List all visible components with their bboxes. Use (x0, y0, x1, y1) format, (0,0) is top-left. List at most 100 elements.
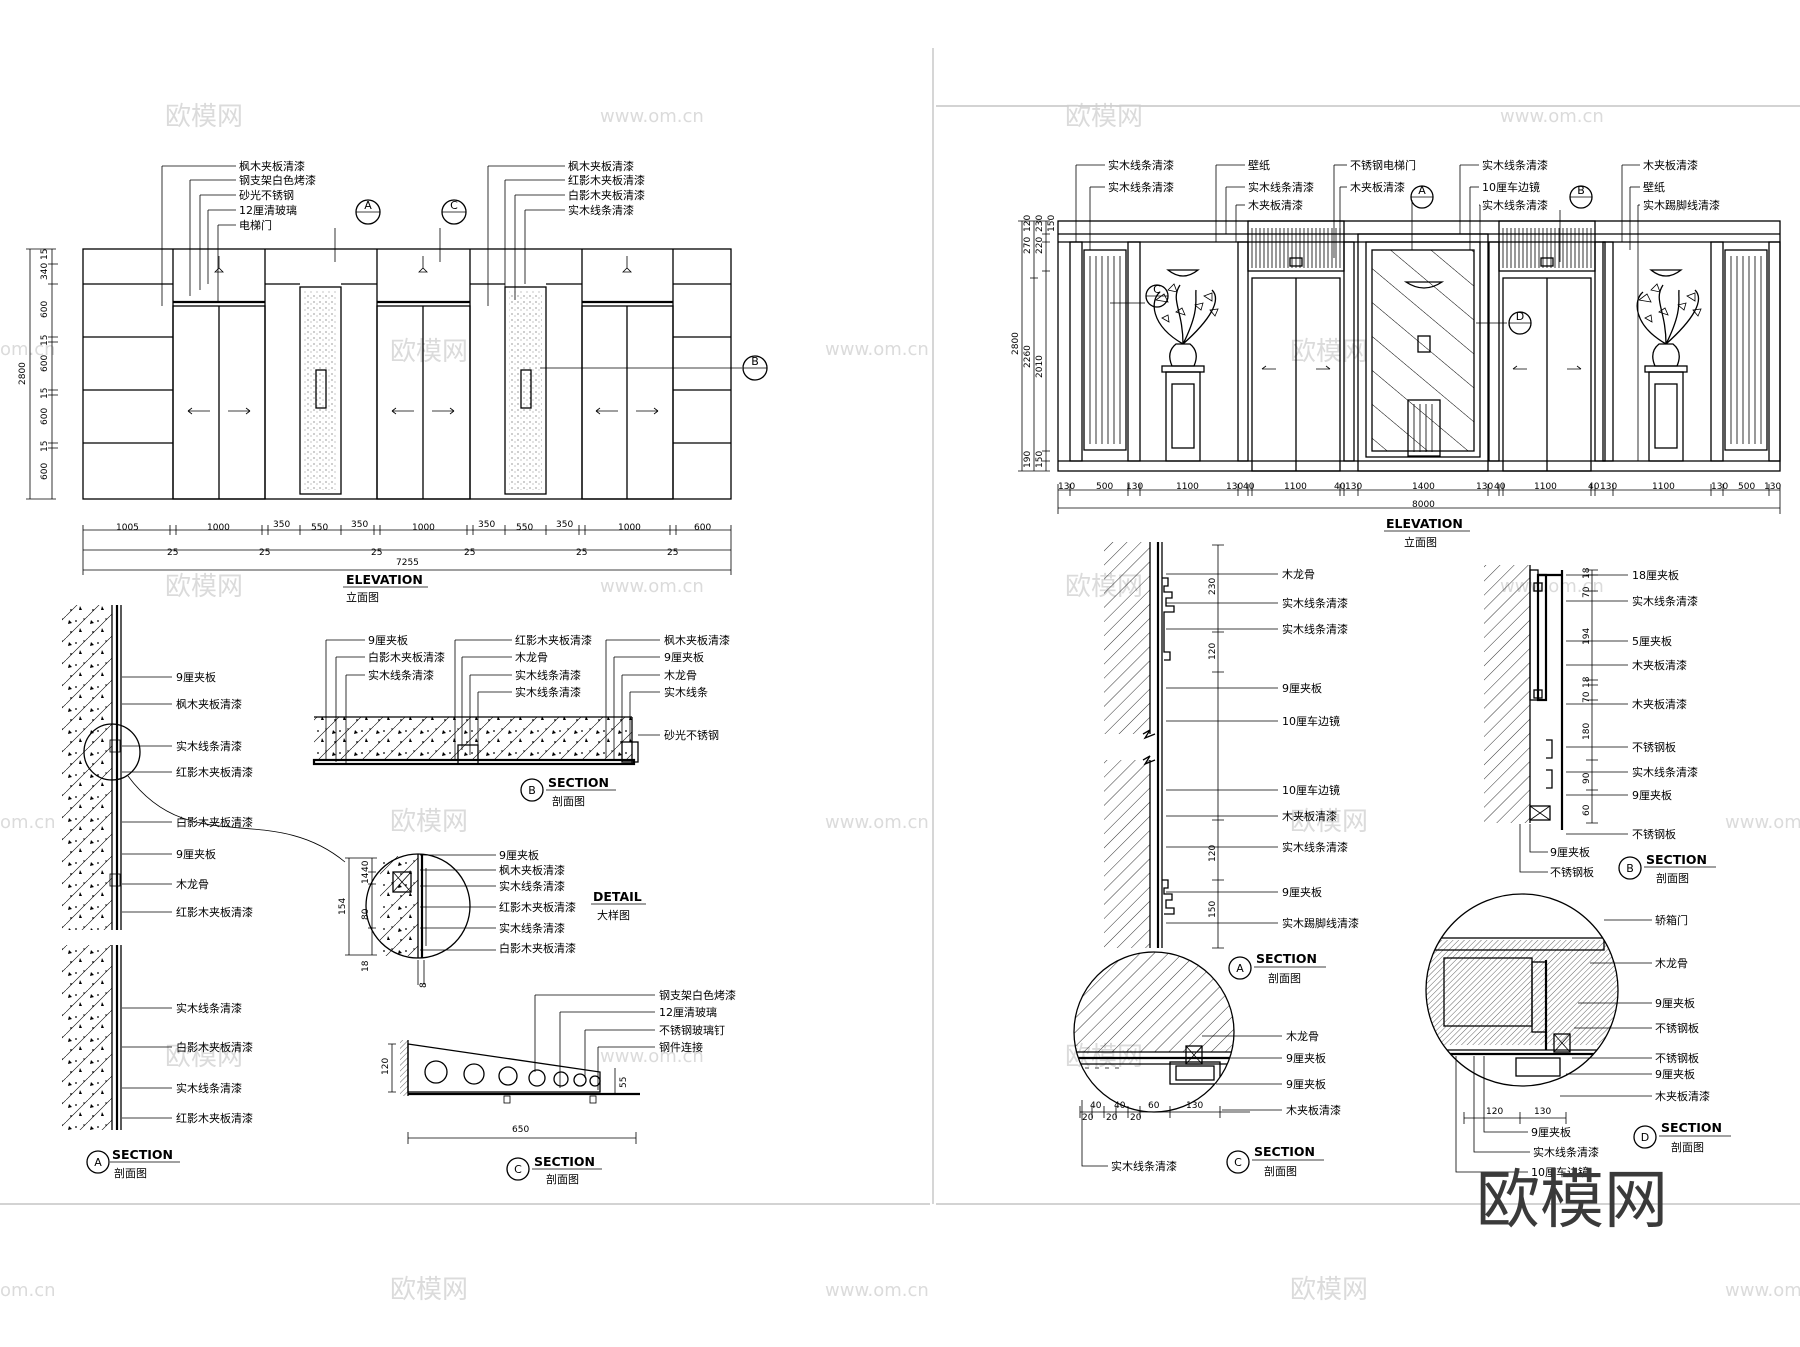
right-elev-label: 实木线条清漆 (1482, 198, 1548, 212)
left-elevation-leaders (161, 165, 742, 369)
section-tag-b: B (742, 355, 768, 381)
dim-gap: 25 (167, 548, 178, 558)
r-sec-d-tag: D (1641, 1131, 1649, 1144)
dim-width: 600 (694, 523, 711, 533)
left-section-c-leaders (534, 994, 655, 1090)
left-sec-b-label: 木龙骨 (515, 651, 548, 664)
r-dim-height: 2260 (1023, 345, 1033, 368)
left-elev-label: 电梯门 (239, 218, 272, 232)
r-dim-height: 2010 (1035, 355, 1045, 378)
tag-circle (520, 778, 544, 802)
r-sec-c-dim: 20 (1082, 1113, 1094, 1123)
left-elev-label: 实木线条清漆 (568, 203, 634, 217)
watermark-brand: 欧模网 (165, 1042, 243, 1072)
left-detail-label: 实木线条清漆 (499, 921, 565, 935)
r-sec-b-dim: 60 (1582, 804, 1592, 816)
right-elev-label: 实木线条清漆 (1108, 180, 1174, 194)
r-sec-c-title-en: SECTION (1254, 1144, 1315, 1159)
dim-height: 600 (40, 355, 50, 372)
r-dim-width: 500 (1738, 482, 1755, 492)
r-sec-c-label: 木龙骨 (1286, 1030, 1319, 1043)
left-sec-c-tag: C (514, 1163, 522, 1176)
r-sec-a-label: 实木线条清漆 (1282, 840, 1348, 854)
r-sec-a-dim: 230 (1208, 578, 1218, 595)
right-section-b: 18 70 194 18 70 180 90 60 18厘夹板 实木线条清漆 5… (1484, 565, 1716, 885)
dim-height: 15 (40, 388, 50, 399)
left-elevation-width-dims (82, 525, 732, 575)
sheet-frame (0, 48, 1800, 1205)
watermark-brand: 欧模网 (165, 572, 243, 602)
right-elev-label: 木夹板清漆 (1643, 158, 1698, 172)
r-sec-b-leaders (1519, 569, 1628, 873)
right-elev-label: 木夹板清漆 (1350, 180, 1405, 194)
r-sec-c-dim: 60 (1148, 1101, 1160, 1111)
left-elev-label: 12厘清玻璃 (239, 203, 297, 217)
r-dim-width: 1100 (1176, 482, 1199, 492)
mirror-panel (1357, 233, 1489, 472)
section-tag-c: C (441, 199, 467, 225)
left-sec-c-title-cn: 剖面图 (546, 1172, 579, 1186)
left-sec-b-label: 枫木夹板清漆 (664, 633, 730, 647)
dim-height: 600 (40, 463, 50, 480)
r-sec-c-dim: 20 (1106, 1113, 1118, 1123)
r-sec-a-label: 实木踢脚线清漆 (1282, 916, 1359, 930)
r-sec-d-label: 实木线条清漆 (1533, 1145, 1599, 1159)
dim-gap: 25 (371, 548, 382, 558)
watermark-brand: 欧模网 (1290, 807, 1368, 837)
watermark-brand: 欧模网 (165, 102, 243, 132)
right-elev-label: 实木线条清漆 (1248, 180, 1314, 194)
sec-c-dim: 55 (619, 1077, 629, 1088)
watermark-url: www.om.cn (600, 576, 704, 597)
r-sec-b-label: 实木线条清漆 (1632, 594, 1698, 608)
r-dim-height: 150 (1047, 215, 1057, 232)
dim-width: 350 (351, 520, 368, 530)
r-sec-d-label: 木夹板清漆 (1655, 1089, 1710, 1103)
svg-text:B: B (1577, 184, 1585, 197)
dim-width: 350 (556, 520, 573, 530)
left-elev-label: 砂光不锈钢 (239, 188, 294, 202)
r-sec-b-label: 18厘夹板 (1632, 568, 1679, 582)
r-sec-b-label: 木夹板清漆 (1632, 658, 1687, 672)
r-sec-d-label: 9厘夹板 (1655, 996, 1695, 1010)
tag-circle (506, 1157, 530, 1181)
left-sec-a-tag: A (94, 1156, 102, 1169)
dim-height: 15 (40, 441, 50, 452)
r-dim-width: 130 (1600, 482, 1617, 492)
r-sec-c-leaders (1079, 1035, 1282, 1167)
watermark-url: www.om.cn (825, 1280, 929, 1301)
watermark-url: www.om.cn (825, 812, 929, 833)
detail-dim: 14 (361, 872, 371, 884)
right-elev-label: 10厘车边镜 (1482, 180, 1540, 194)
dim-gap: 25 (259, 548, 270, 558)
right-sec-a-leaders (1166, 544, 1278, 949)
r-dim-width: 1400 (1412, 482, 1435, 492)
r-dim-width: 130 (1226, 482, 1243, 492)
detail-dim: 40 (361, 860, 371, 872)
dim-height: 600 (40, 301, 50, 318)
r-dim-width: 1100 (1652, 482, 1675, 492)
left-elevation-title-en: ELEVATION (346, 572, 423, 587)
r-dim-width: 40 (1243, 482, 1255, 492)
r-dim-width: 130 (1345, 482, 1362, 492)
r-sec-a-tag: A (1236, 962, 1244, 975)
watermark-partial: om.cn (0, 339, 56, 360)
r-sec-b-dim: 180 (1582, 723, 1592, 740)
left-detail-label: 红影木夹板清漆 (499, 900, 576, 914)
dim-height: 600 (40, 408, 50, 425)
r-sec-a-label: 木龙骨 (1282, 568, 1315, 581)
r-sec-a-dim: 120 (1208, 845, 1218, 862)
watermark-brand: 欧模网 (390, 1275, 468, 1305)
left-sec-b-title-cn: 剖面图 (552, 794, 585, 808)
right-tag-a: A (1410, 184, 1434, 209)
left-detail-label: 白影木夹板清漆 (499, 941, 576, 955)
r-sec-b-label: 不锈钢板 (1632, 827, 1676, 841)
dim-width: 1000 (618, 523, 641, 533)
r-sec-c-tag: C (1234, 1156, 1242, 1169)
left-sec-a-title-en: SECTION (112, 1147, 173, 1162)
left-elev-label: 钢支架白色烤漆 (239, 173, 316, 187)
r-sec-d-label: 9厘夹板 (1531, 1125, 1571, 1139)
left-sec-a-label: 9厘夹板 (176, 847, 216, 861)
svg-text:B: B (751, 355, 759, 368)
watermark-brand: 欧模网 (390, 337, 468, 367)
